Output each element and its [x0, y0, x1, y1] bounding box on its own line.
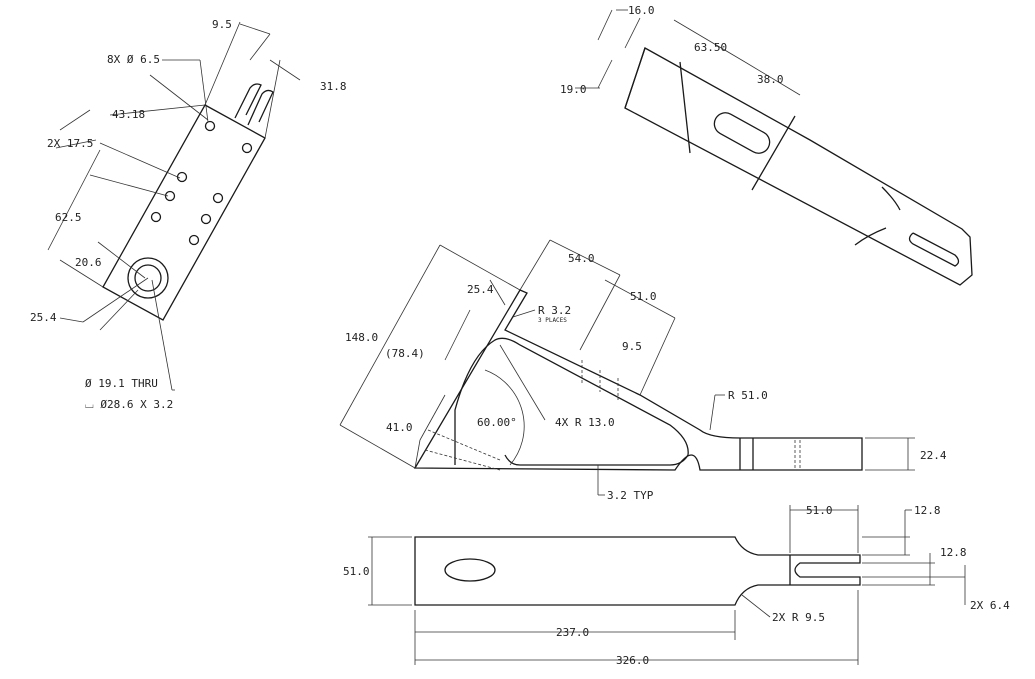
view-arm-top: [575, 9, 973, 286]
hole-4: [212, 192, 224, 204]
dim-3-2-typ: 3.2 TYP: [607, 489, 654, 502]
dim-326: 326.0: [616, 654, 649, 667]
dim-16-0: 16.0: [628, 4, 655, 17]
arm-outline: [624, 47, 973, 286]
dim-r3-2: R 3.2: [538, 304, 571, 317]
bar-outline: [414, 536, 861, 606]
hole-7: [150, 211, 162, 223]
slot-b: [247, 89, 274, 126]
arm-tip-slot: [908, 232, 960, 267]
arm-notch-upper: [881, 186, 901, 211]
arm-slot: [713, 112, 771, 154]
dim-3-places: 3 PLACES: [538, 317, 567, 324]
dim-51-0-bot: 51.0: [806, 504, 833, 517]
dim-22-4: 22.4: [920, 449, 947, 462]
hole-5: [164, 190, 176, 202]
view-side-profile: [339, 239, 915, 496]
dim-9-5-top: 9.5: [212, 18, 232, 31]
dim-12-8-a: 12.8: [914, 504, 941, 517]
dim-2x-6-4: 2X 6.4: [970, 599, 1010, 612]
dim-r51: R 51.0: [728, 389, 768, 402]
dim-thru-hole: Ø 19.1 THRU: [85, 377, 158, 390]
profile-cutout: [454, 337, 689, 466]
dim-43-18: 43.18: [112, 108, 145, 121]
dim-8x-hole: 8X Ø 6.5: [107, 53, 160, 66]
plate-outline: [102, 104, 266, 321]
view-flat-bar: [368, 505, 966, 665]
dim-41-0: 41.0: [386, 421, 413, 434]
dim-31-8: 31.8: [320, 80, 347, 93]
dim-25-4-mid: 25.4: [467, 283, 494, 296]
dim-51-0-left: 51.0: [343, 565, 370, 578]
dim-148-0: 148.0: [345, 331, 378, 344]
view-hole-plate: [47, 21, 301, 391]
dim-63-50: 63.50: [694, 41, 727, 54]
bar-slot: [444, 558, 496, 582]
dim-25-4-left: 25.4: [30, 311, 57, 324]
dim-9-5-mid: 9.5: [622, 340, 642, 353]
dim-237: 237.0: [556, 626, 589, 639]
dim-4x-r13: 4X R 13.0: [555, 416, 615, 429]
dim-78-4: (78.4): [385, 347, 425, 360]
dim-62-5: 62.5: [55, 211, 82, 224]
hole-3: [176, 171, 188, 183]
hole-8: [188, 234, 200, 246]
slot-a: [234, 83, 262, 119]
dim-2x-r9-5: 2X R 9.5: [772, 611, 825, 624]
hole-6: [200, 213, 212, 225]
dim-12-8-b: 12.8: [940, 546, 967, 559]
dim-54-0: 54.0: [568, 252, 595, 265]
dim-20-6: 20.6: [75, 256, 102, 269]
arm-notch-lower: [854, 227, 887, 246]
dim-38-0: 38.0: [757, 73, 784, 86]
dim-60-deg: 60.00°: [477, 416, 517, 429]
dim-51-0-mid: 51.0: [630, 290, 657, 303]
dim-19-0: 19.0: [560, 83, 587, 96]
dim-counterbore: ⌴ Ø28.6 X 3.2: [85, 398, 173, 411]
counterbore-inner: [134, 264, 162, 292]
hole-2: [241, 142, 253, 154]
hole-1: [204, 120, 216, 132]
counterbore-outer: [127, 257, 169, 299]
dim-2x-17-5: 2X 17.5: [47, 137, 93, 150]
